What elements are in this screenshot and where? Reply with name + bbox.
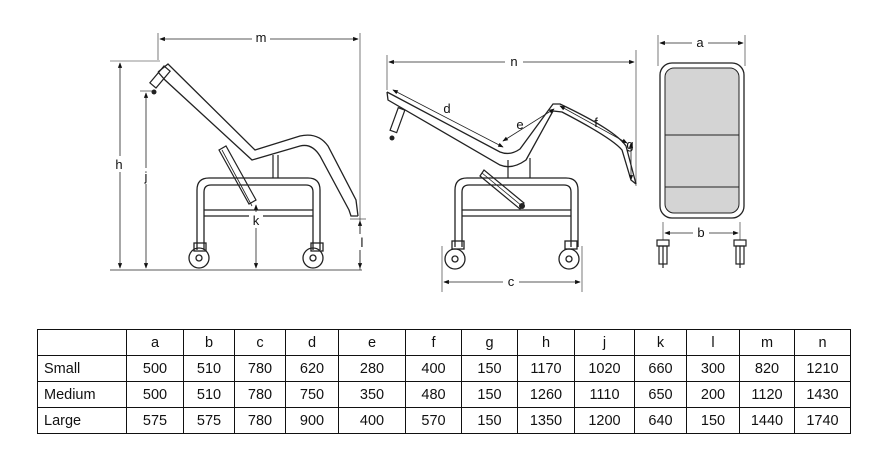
table-cell: 1260 [517, 381, 575, 408]
table-cell: 150 [461, 407, 518, 434]
top-view: a b [656, 35, 747, 268]
dim-label-e: e [516, 117, 523, 132]
table-cell: 780 [234, 407, 286, 434]
dim-label-b: b [697, 225, 704, 240]
table-corner-cell [37, 329, 127, 356]
column-header: d [285, 329, 339, 356]
dim-label-j: j [144, 169, 148, 184]
dim-label-c: c [508, 274, 515, 289]
row-size-label: Large [37, 407, 127, 434]
table-cell: 650 [634, 381, 687, 408]
column-header: n [794, 329, 851, 356]
dim-label-f: f [594, 115, 598, 130]
dim-label-g: g [626, 137, 633, 152]
dim-label-a: a [696, 35, 704, 50]
table-cell: 510 [183, 355, 235, 382]
table-cell: 780 [234, 381, 286, 408]
table-cell: 1740 [794, 407, 851, 434]
table-cell: 570 [405, 407, 462, 434]
table-cell: 750 [285, 381, 339, 408]
table-cell: 1110 [574, 381, 635, 408]
row-size-label: Small [37, 355, 127, 382]
column-header: f [405, 329, 462, 356]
table-cell: 1120 [739, 381, 795, 408]
dim-label-k: k [253, 213, 260, 228]
table-cell: 620 [285, 355, 339, 382]
table-cell: 400 [338, 407, 406, 434]
table-cell: 900 [285, 407, 339, 434]
table-cell: 300 [686, 355, 740, 382]
column-header: h [517, 329, 575, 356]
dim-label-m: m [256, 30, 267, 45]
table-cell: 1430 [794, 381, 851, 408]
column-header: j [574, 329, 635, 356]
table-cell: 1170 [517, 355, 575, 382]
table-cell: 1200 [574, 407, 635, 434]
column-header: a [126, 329, 184, 356]
column-header: m [739, 329, 795, 356]
table-cell: 660 [634, 355, 687, 382]
table-cell: 400 [405, 355, 462, 382]
column-header: b [183, 329, 235, 356]
chair-dimension-drawing: m h j k l [110, 30, 747, 292]
dim-label-d: d [443, 101, 450, 116]
table-cell: 500 [126, 355, 184, 382]
table-cell: 640 [634, 407, 687, 434]
dim-label-l: l [361, 235, 364, 250]
table-cell: 780 [234, 355, 286, 382]
table-cell: 510 [183, 381, 235, 408]
column-header: g [461, 329, 518, 356]
side-view-reclined: m h j k l [110, 30, 368, 271]
column-header: c [234, 329, 286, 356]
table-cell: 350 [338, 381, 406, 408]
dim-label-h: h [115, 157, 122, 172]
table-cell: 1210 [794, 355, 851, 382]
table-cell: 150 [461, 381, 518, 408]
column-header: l [686, 329, 740, 356]
table-cell: 500 [126, 381, 184, 408]
row-size-label: Medium [37, 381, 127, 408]
table-cell: 150 [461, 355, 518, 382]
table-cell: 280 [338, 355, 406, 382]
table-header-row: a b c d e f g h j k l m n [37, 329, 851, 356]
column-header: k [634, 329, 687, 356]
table-cell: 575 [183, 407, 235, 434]
table-cell: 480 [405, 381, 462, 408]
table-cell: 575 [126, 407, 184, 434]
table-cell: 820 [739, 355, 795, 382]
table-cell: 1020 [574, 355, 635, 382]
dim-label-n: n [510, 54, 517, 69]
table-cell: 200 [686, 381, 740, 408]
table-cell: 150 [686, 407, 740, 434]
table-cell: 1440 [739, 407, 795, 434]
column-header: e [338, 329, 406, 356]
table-cell: 1350 [517, 407, 575, 434]
side-view-flat: n d e f g c [386, 50, 637, 292]
